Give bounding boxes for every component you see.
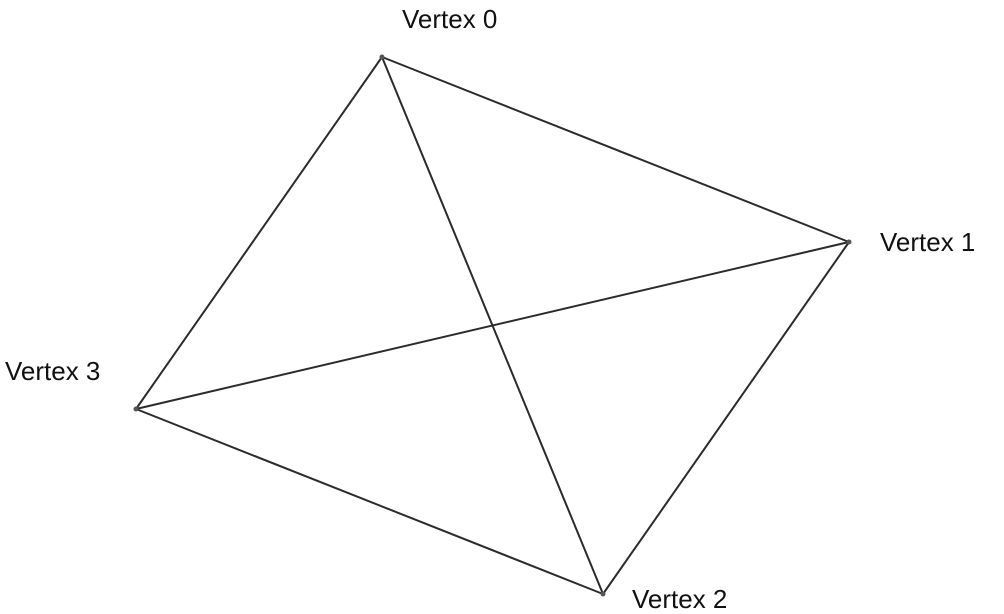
- vertex-point-0: [379, 54, 385, 60]
- edge-1-3: [135, 241, 850, 410]
- edge-0-1: [381, 56, 850, 243]
- vertex-labels: Vertex 0 Vertex 1 Vertex 2 Vertex 3: [5, 4, 975, 614]
- vertex-label-0: Vertex 0: [402, 4, 497, 34]
- edges: [135, 56, 850, 595]
- vertex-label-3: Vertex 3: [5, 356, 100, 386]
- edge-3-0: [135, 56, 383, 410]
- vertex-label-1: Vertex 1: [880, 227, 975, 257]
- edge-1-2: [602, 241, 850, 595]
- vertex-point-2: [600, 591, 606, 597]
- vertices: [133, 54, 852, 597]
- edge-2-3: [135, 408, 604, 595]
- vertex-point-3: [133, 406, 139, 412]
- vertex-label-2: Vertex 2: [632, 584, 727, 614]
- vertex-point-1: [846, 239, 852, 245]
